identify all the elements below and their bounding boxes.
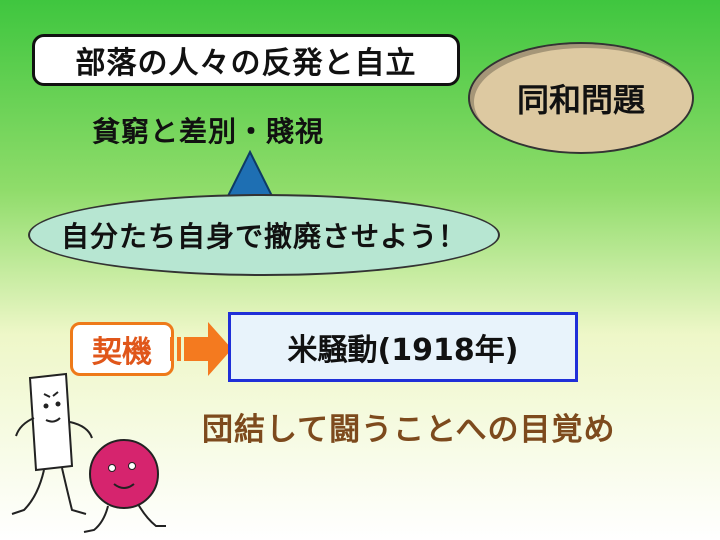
- awakening-text: 団結して闘うことへの目覚め: [202, 412, 616, 448]
- ball-character-icon: [83, 439, 166, 533]
- paper-character-icon: [11, 372, 93, 515]
- trigger-box: 契機: [70, 322, 174, 376]
- topic-text: 同和問題: [516, 81, 645, 119]
- event-text: 米騒動(1918年): [287, 333, 519, 368]
- title-box: 部落の人々の反発と自立: [32, 34, 460, 86]
- characters-illustration: [11, 372, 166, 533]
- trigger-label: 契機: [92, 335, 152, 370]
- resolve-text: 自分たち自身で撤廃させよう！: [60, 220, 467, 253]
- topic-badge: 同和問題: [468, 42, 694, 154]
- up-triangle-icon: [226, 150, 274, 197]
- event-box: 米騒動(1918年): [228, 312, 578, 382]
- title-text: 部落の人々の反発と自立: [75, 46, 417, 81]
- resolve-ellipse: 自分たち自身で撤廃させよう！: [28, 194, 500, 276]
- problem-text: 貧窮と差別・賤視: [92, 115, 325, 148]
- right-arrow-icon: [170, 322, 232, 376]
